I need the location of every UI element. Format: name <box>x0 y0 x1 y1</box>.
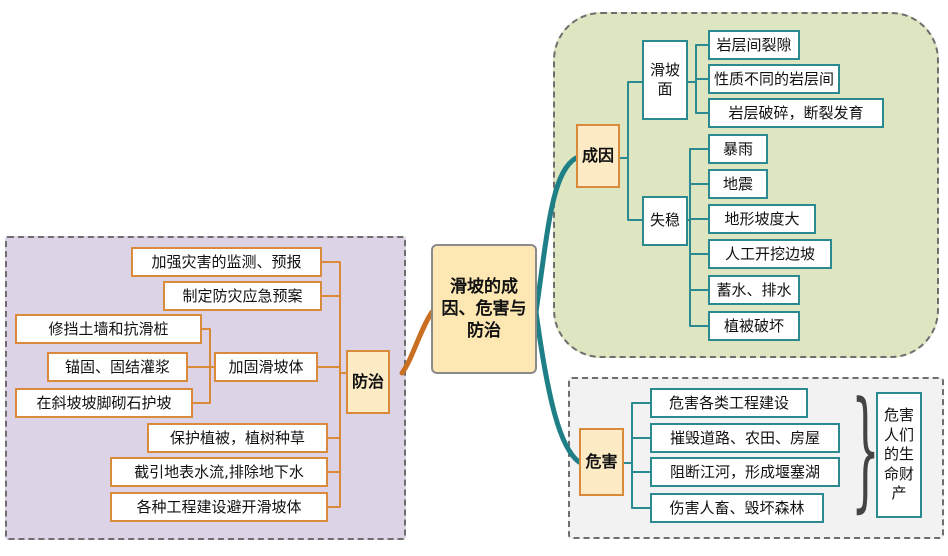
cause-item: 蓄水、排水 <box>708 275 800 305</box>
cause-item: 岩层间裂隙 <box>708 30 800 60</box>
brace-symbol: } <box>851 373 880 525</box>
cause-group-slide-surface: 滑坡面 <box>642 40 688 120</box>
cause-item: 岩层破碎，断裂发育 <box>708 98 884 128</box>
reinforce-item: 锚固、固结灌浆 <box>47 352 188 382</box>
harms-label: 危害 <box>579 428 624 496</box>
reinforce-item: 修挡土墙和抗滑桩 <box>15 314 202 344</box>
reinforce-label: 加固滑坡体 <box>214 352 318 382</box>
reinforce-item: 在斜坡坡脚砌石护坡 <box>15 388 193 418</box>
cause-item: 人工开挖边坡 <box>708 239 832 269</box>
prevention-item: 各种工程建设避开滑坡体 <box>110 492 328 522</box>
cause-item: 性质不同的岩层间 <box>708 64 840 94</box>
cause-item: 地形坡度大 <box>708 204 816 234</box>
cause-item: 植被破坏 <box>708 311 800 341</box>
prevention-item: 保护植被，植树种草 <box>147 423 328 453</box>
causes-label: 成因 <box>576 124 620 188</box>
prevention-label: 防治 <box>346 350 390 414</box>
prevention-item: 制定防灾应急预案 <box>163 281 322 311</box>
link-center-prevention <box>399 309 435 376</box>
cause-item: 暴雨 <box>708 134 768 164</box>
harm-item: 阻断江河，形成堰塞湖 <box>650 457 840 487</box>
harm-item: 伤害人畜、毁坏森林 <box>650 493 824 523</box>
harm-item: 危害各类工程建设 <box>650 388 808 418</box>
center-topic: 滑坡的成因、危害与防治 <box>431 244 537 374</box>
prevention-item: 截引地表水流,排除地下水 <box>110 457 328 487</box>
harms-summary: 危害人们的生命财产 <box>876 392 922 518</box>
prevention-item: 加强灾害的监测、预报 <box>131 247 322 277</box>
cause-item: 地震 <box>708 169 768 199</box>
cause-group-instability: 失稳 <box>642 196 688 246</box>
link-center-causes <box>533 155 579 315</box>
harm-item: 摧毁道路、农田、房屋 <box>650 423 840 453</box>
link-center-harms <box>533 309 582 465</box>
